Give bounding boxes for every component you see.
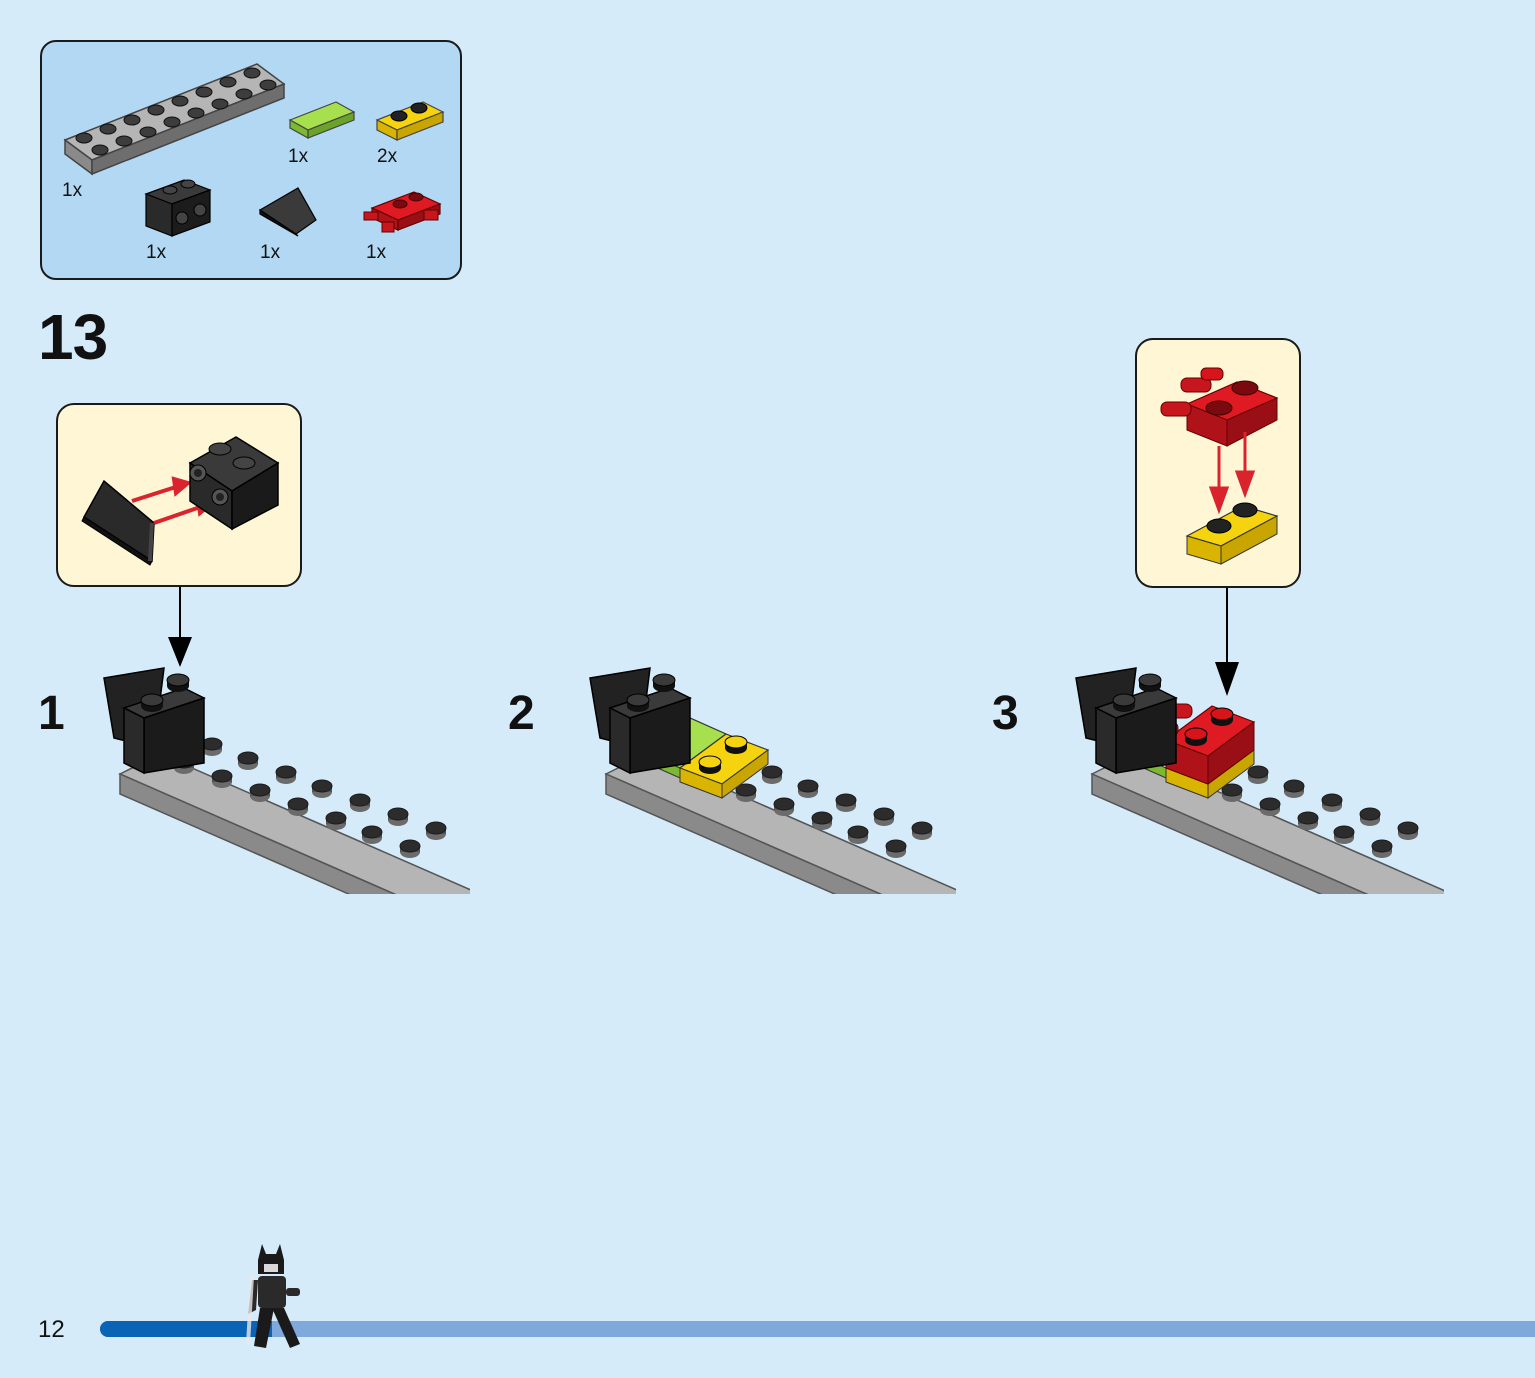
substep-3-number: 3 (992, 687, 1019, 740)
page-number: 12 (38, 1316, 65, 1343)
substep-2-model (589, 667, 956, 894)
progress-fill (100, 1321, 273, 1337)
qty-black-brick: 1x (146, 242, 167, 263)
qty-lime-tile: 1x (288, 146, 309, 167)
qty-black-slope: 1x (260, 242, 281, 263)
minifigure-icon (246, 1244, 300, 1348)
slope-attach-diagram (81, 436, 280, 566)
clip-plate-attach-diagram (1160, 367, 1279, 565)
substep-3-model (1075, 667, 1444, 894)
qty-gray-plate: 1x (62, 180, 83, 201)
callout-substep-3 (1135, 338, 1301, 588)
qty-red-clip-plate: 1x (366, 242, 387, 263)
callout-substep-1 (56, 403, 302, 587)
substep-2-number: 2 (508, 687, 535, 740)
substep-1-model (103, 667, 470, 894)
qty-yellow-plate: 2x (377, 146, 398, 167)
red-clip-plate-icon (363, 191, 442, 233)
progress-track (100, 1321, 1535, 1337)
down-arrow-3 (1215, 588, 1239, 696)
yellow-plate-icon (375, 101, 445, 141)
black-brick-side-studs-icon (144, 179, 212, 237)
down-arrow-1 (168, 587, 192, 667)
gray-plate-2x8-icon (63, 63, 286, 176)
black-slope-icon (258, 187, 317, 237)
parts-list-box: 1x 1x 2x 1x 1x (40, 40, 462, 280)
lime-tile-icon (288, 101, 356, 140)
substep-1-number: 1 (38, 687, 65, 740)
step-number: 13 (38, 301, 108, 373)
